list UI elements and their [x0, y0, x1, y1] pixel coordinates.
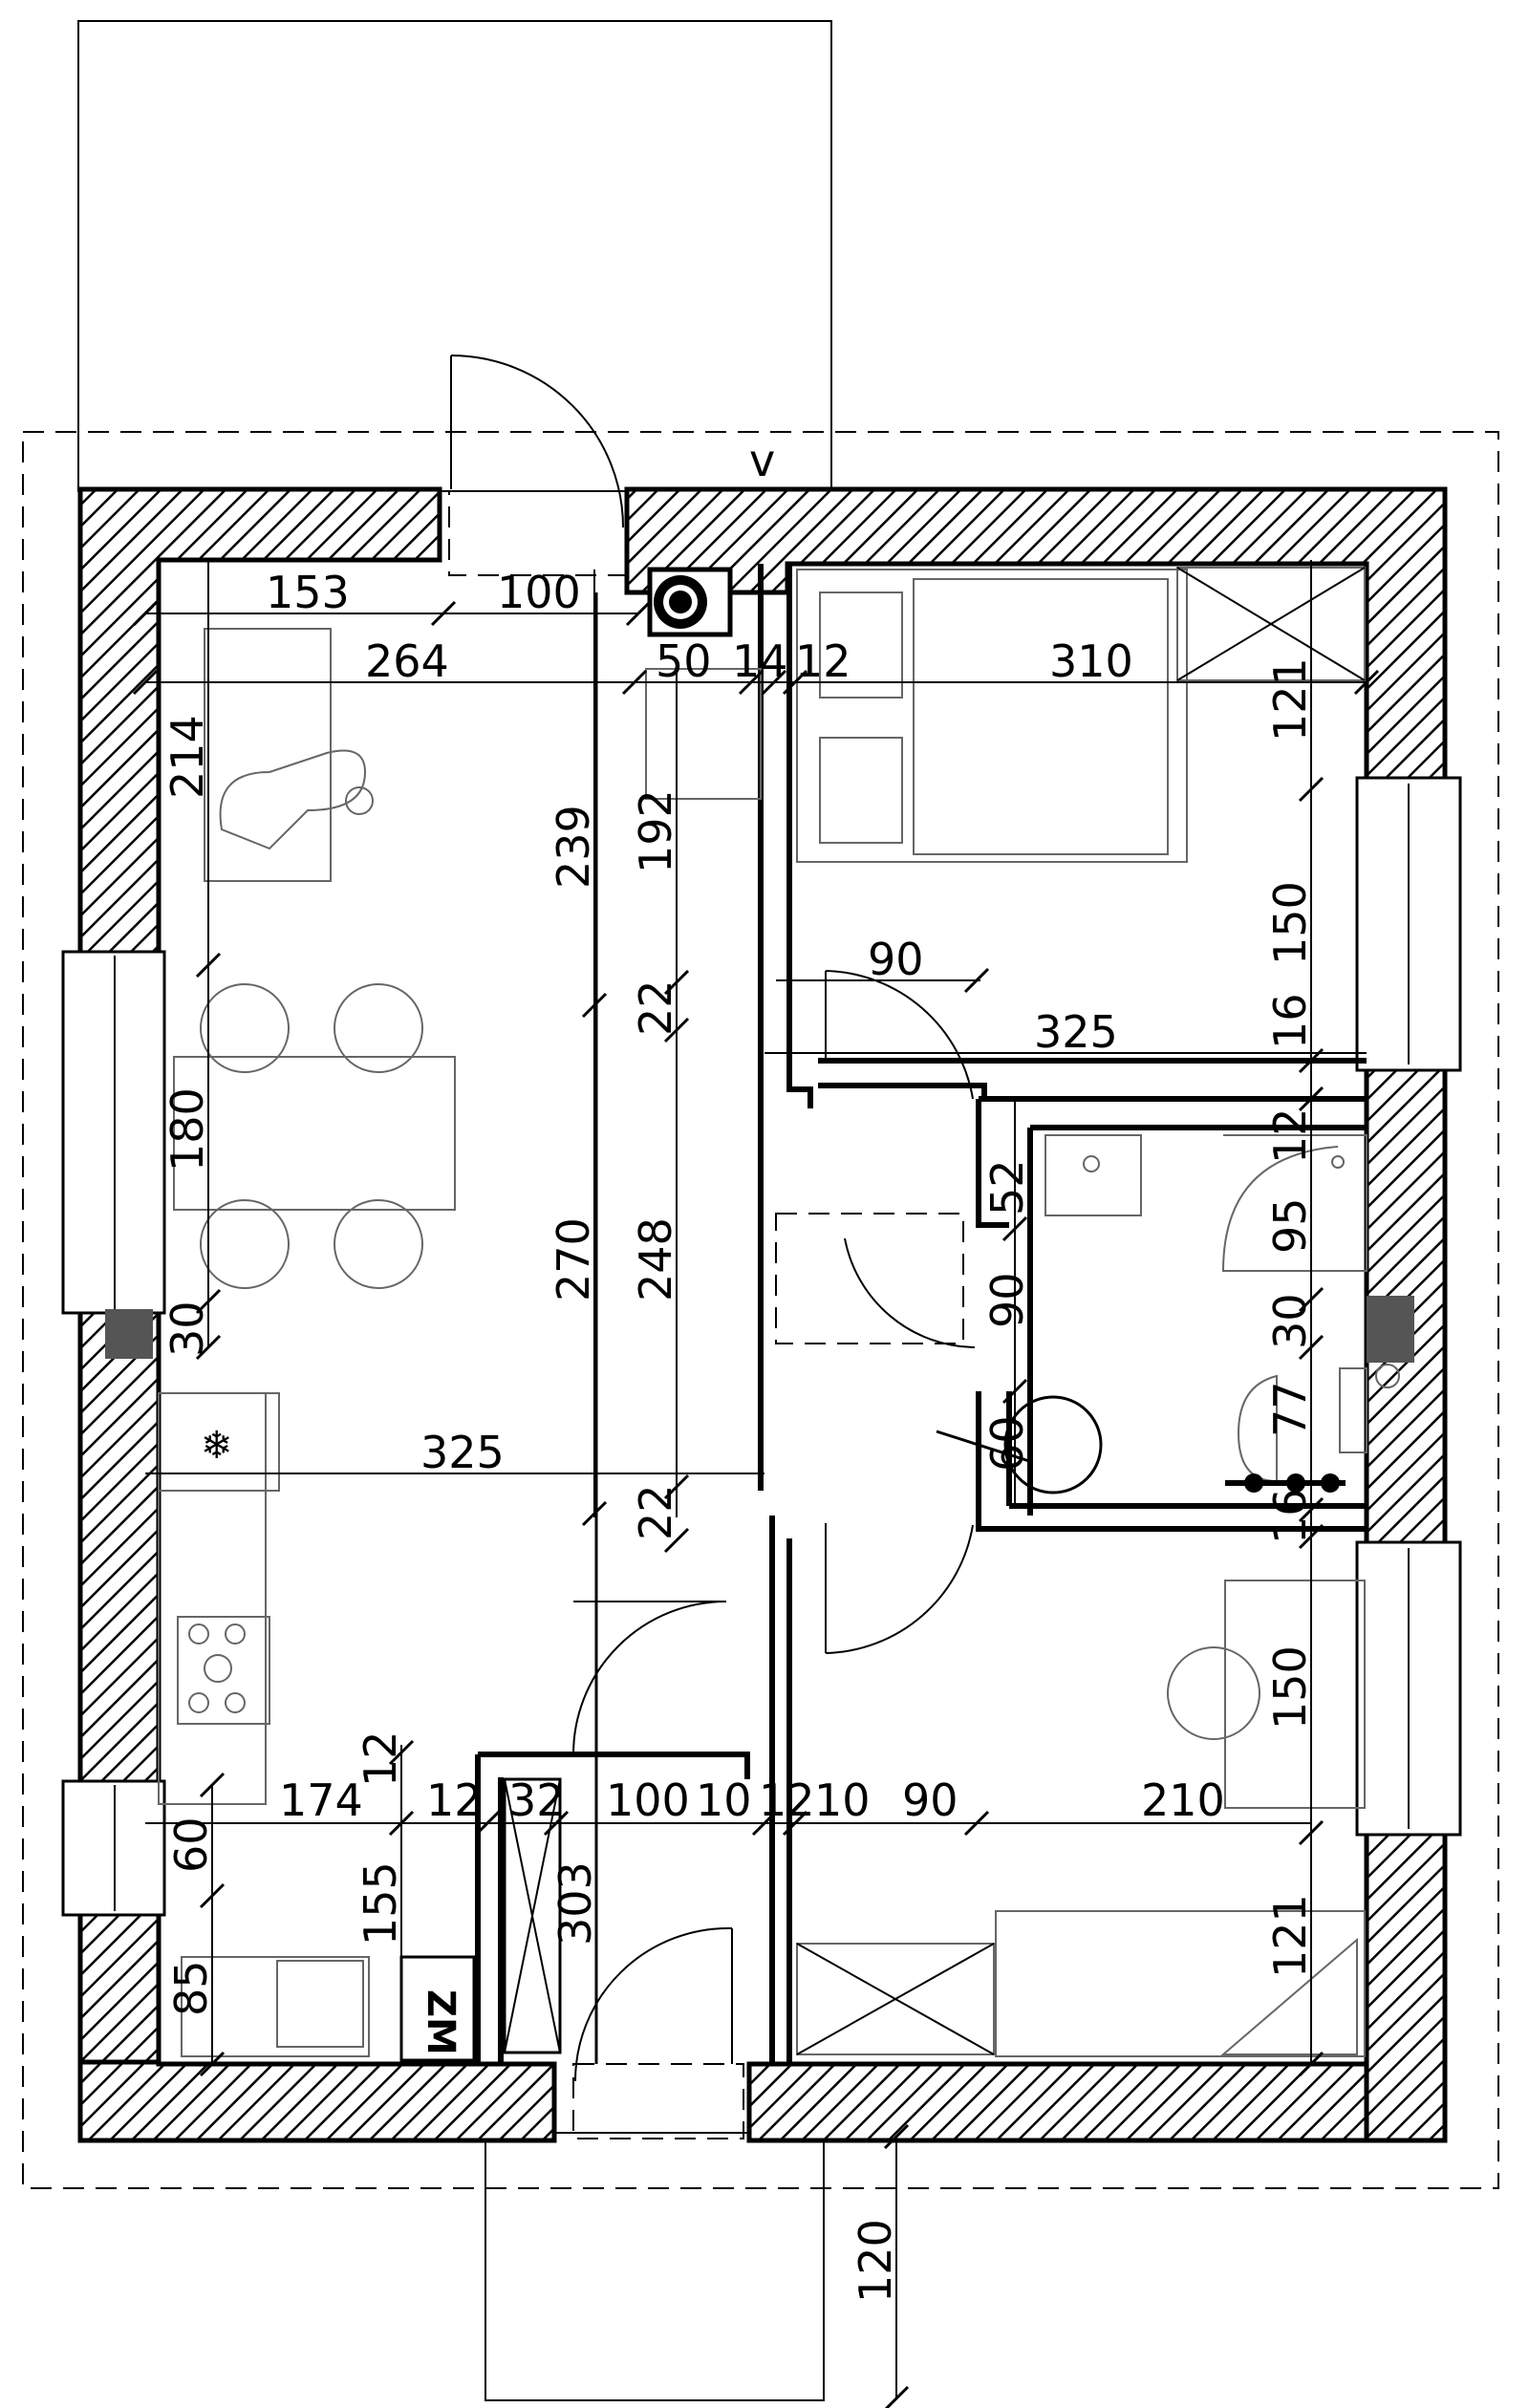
window-left-2: [61, 1779, 166, 1917]
wall-segment-hatched-dark-left: [105, 1309, 153, 1359]
dim-16-bottom: 16: [1264, 1488, 1316, 1544]
bed-bottom: [796, 1580, 1366, 2057]
dim-150-top: 150: [1264, 881, 1316, 965]
dim-180: 180: [162, 1087, 213, 1172]
closet-box: [503, 1777, 562, 2054]
dining-table: [173, 983, 456, 1289]
dim-174: 174: [279, 1774, 363, 1826]
dim-16-top: 16: [1264, 993, 1316, 1049]
dim-192: 192: [630, 789, 681, 873]
meter-box: ZM: [399, 1955, 476, 2062]
balcony-top: [77, 20, 832, 492]
interior-walls: [475, 564, 1367, 2064]
dim-60-left: 60: [165, 1817, 217, 1873]
dim-325-upper: 325: [1034, 1006, 1118, 1058]
dim-22-lower: 22: [630, 1484, 681, 1540]
dim-95: 95: [1264, 1197, 1316, 1254]
dim-52: 52: [981, 1159, 1033, 1215]
dim-85: 85: [165, 1960, 217, 2016]
radiator-heater: [1225, 1473, 1346, 1493]
zm-label: ZM: [419, 1989, 463, 2055]
wall-segment-hatched-dark: [1367, 1296, 1414, 1363]
dim-10-a: 10: [696, 1774, 752, 1826]
dim-100-bot: 100: [606, 1774, 690, 1826]
dim-90-bot: 90: [902, 1774, 958, 1826]
dim-264: 264: [365, 635, 449, 687]
dimension-lines: [132, 560, 1380, 2408]
dim-50: 50: [656, 635, 712, 687]
dim-303: 303: [549, 1861, 601, 1946]
armchair: [204, 628, 374, 882]
window-right-2: [1355, 1540, 1462, 1837]
kitchen-counter: ❄: [158, 1392, 370, 2057]
dim-248: 248: [630, 1217, 681, 1301]
bed-top: [796, 567, 1366, 863]
dim-12-top: 12: [795, 635, 851, 687]
dim-310: 310: [1049, 635, 1133, 687]
dim-12-c: 12: [759, 1774, 815, 1826]
dim-32: 32: [508, 1774, 565, 1826]
dim-30-right: 30: [1264, 1293, 1316, 1349]
dim-155: 155: [355, 1861, 406, 1946]
north-marker: v: [749, 435, 775, 486]
dim-30-left: 30: [162, 1301, 213, 1357]
door-bedroom2: [825, 1523, 974, 1654]
dim-90-bath: 90: [981, 1272, 1033, 1328]
door-entrance-bottom: [572, 1926, 744, 2139]
dim-12-bot-b: 12: [426, 1774, 483, 1826]
dim-100-top: 100: [497, 567, 581, 618]
dim-14: 14: [732, 635, 788, 687]
roof-outline: [22, 431, 1499, 2189]
dim-77: 77: [1264, 1381, 1316, 1437]
dimension-labels: 153 100 264 50 14 12 310 214 239 192 22 …: [162, 567, 1316, 2303]
dim-150-bottom: 150: [1264, 1645, 1316, 1730]
dim-120: 120: [850, 2219, 901, 2303]
dim-12-bot-a: 12: [355, 1731, 406, 1787]
desk-top-corridor: [645, 668, 762, 800]
door-closet: [572, 1601, 727, 1755]
dim-12-right: 12: [1264, 1107, 1316, 1164]
dim-10-b: 10: [814, 1774, 871, 1826]
dim-239: 239: [548, 805, 599, 889]
dim-121-bottom: 121: [1264, 1894, 1316, 1978]
balcony-bottom: [485, 2132, 825, 2401]
door-bathroom: [775, 1213, 976, 1348]
window-left-1: [61, 950, 166, 1315]
dim-22-upper: 22: [630, 979, 681, 1036]
door-entrance-top: [448, 355, 628, 576]
fridge-icon: ❄: [201, 1424, 233, 1468]
dim-214: 214: [162, 715, 213, 799]
dim-121-top: 121: [1264, 657, 1316, 742]
window-right-1: [1355, 776, 1462, 1072]
dim-210: 210: [1141, 1774, 1225, 1826]
dim-270: 270: [548, 1217, 599, 1301]
door-bedroom1: [825, 970, 974, 1100]
dim-153: 153: [266, 567, 350, 618]
dim-90-bed: 90: [868, 934, 924, 985]
dim-60-bath: 60: [981, 1415, 1033, 1472]
dim-325-lower: 325: [420, 1427, 505, 1478]
